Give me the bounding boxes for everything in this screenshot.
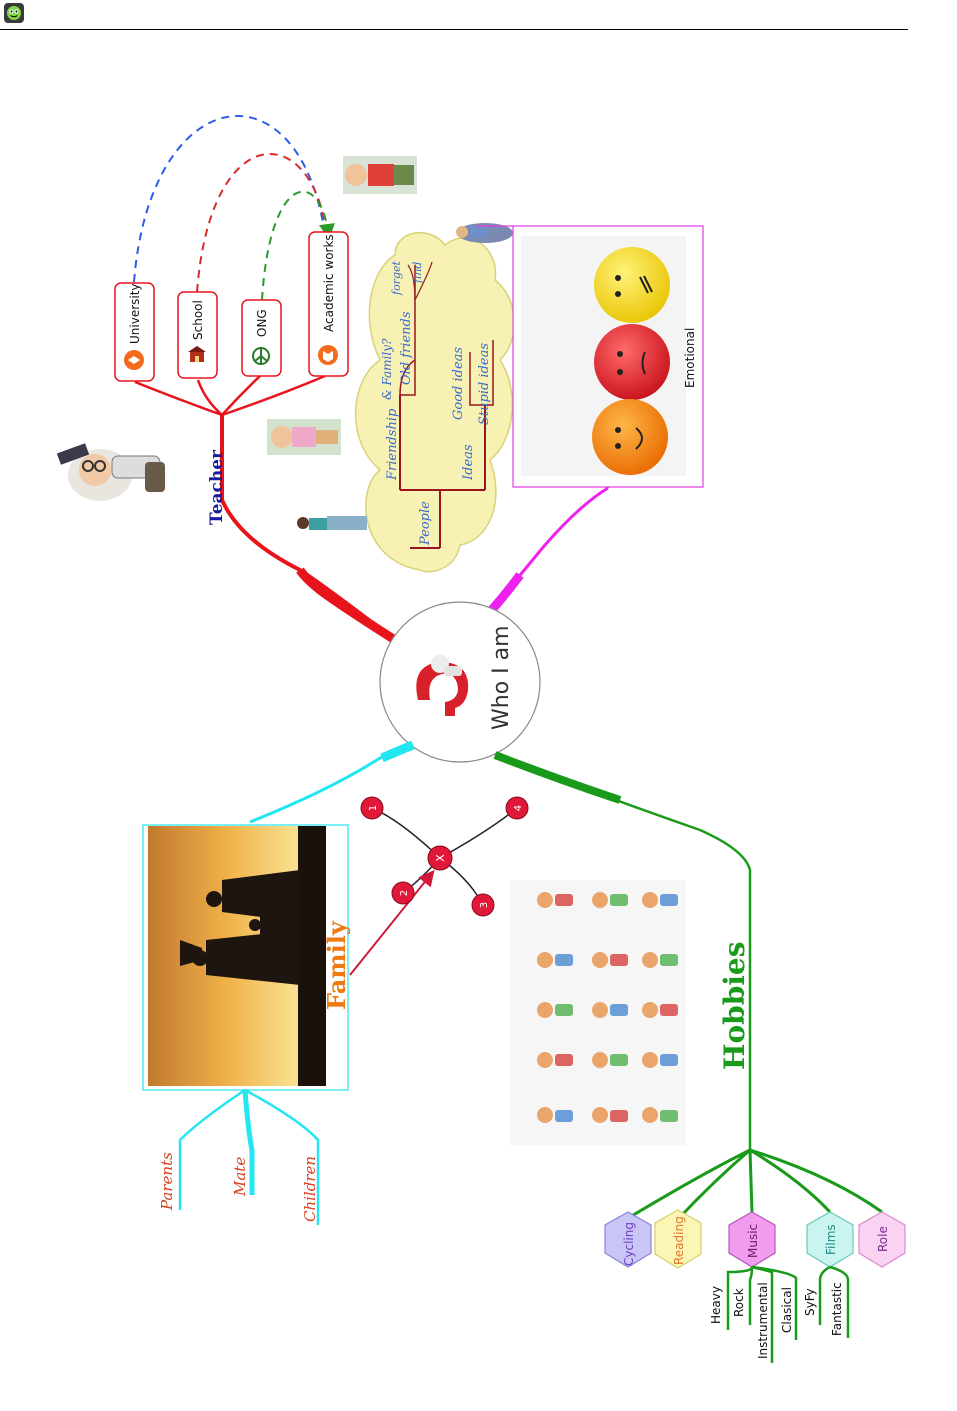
- hobby-films[interactable]: Films: [807, 1212, 853, 1267]
- cloud-find: find: [411, 262, 424, 284]
- cloud-family-q: & Family?: [380, 338, 394, 400]
- hobby-music[interactable]: Music: [729, 1212, 775, 1267]
- music-sub-rock: Rock: [732, 1288, 746, 1317]
- central-topic[interactable]: Who I am: [380, 602, 540, 762]
- teacher-node-ong[interactable]: ONG: [242, 300, 281, 376]
- svg-text:Reading: Reading: [672, 1216, 686, 1265]
- cloud-stupid-ideas: Stupid ideas: [477, 343, 492, 425]
- cross-node-2[interactable]: 2: [392, 882, 414, 904]
- cloud-ideas: Ideas: [461, 444, 476, 481]
- svg-text:2: 2: [399, 890, 410, 896]
- hobby-cycling[interactable]: Cycling: [605, 1212, 651, 1267]
- dashed-link-university: [134, 116, 325, 282]
- professor-cartoon-image: [57, 443, 165, 501]
- family-child-mate: Mate: [231, 1157, 249, 1197]
- person-standing-image: [343, 156, 417, 194]
- cross-relationship: X 1 2 3 4: [350, 797, 528, 975]
- svg-text:1: 1: [368, 805, 379, 811]
- teacher-node-school[interactable]: School: [178, 292, 217, 378]
- svg-text:X: X: [434, 854, 447, 862]
- svg-text:School: School: [191, 300, 205, 340]
- kids-sports-clipart-image: [510, 880, 686, 1145]
- emotional-label: Emotional: [683, 328, 697, 388]
- films-sub-fantastic: Fantastic: [830, 1282, 844, 1336]
- sad-red-ball: [594, 324, 670, 400]
- cloud-old-friends: Old friends: [399, 311, 414, 385]
- hobbies-branch: Hobbies: [495, 755, 905, 1363]
- person-woman-image: [297, 516, 367, 530]
- music-sub-heavy: Heavy: [709, 1286, 723, 1324]
- teacher-branch: Teacher University School: [57, 116, 395, 640]
- family-child-children: Children: [301, 1156, 319, 1222]
- hobbies-label: Hobbies: [718, 941, 751, 1070]
- person-girl-image: [267, 419, 341, 455]
- svg-text:Music: Music: [746, 1224, 760, 1258]
- cloud-forget: forget: [390, 260, 403, 296]
- university-icon: [124, 350, 144, 370]
- svg-text:University: University: [128, 283, 142, 344]
- family-label: Family: [322, 920, 351, 1010]
- cloud-friendship: Friendship: [385, 408, 400, 481]
- central-topic-label: Who I am: [489, 625, 514, 730]
- svg-text:4: 4: [513, 805, 524, 811]
- cloud-good-ideas: Good ideas: [451, 347, 466, 420]
- cross-center-node[interactable]: X: [428, 846, 452, 870]
- cross-node-1[interactable]: 1: [361, 797, 383, 819]
- svg-text:Films: Films: [824, 1224, 838, 1255]
- family-silhouette-photo: [148, 826, 326, 1086]
- svg-text:Cycling: Cycling: [622, 1222, 636, 1266]
- music-sub-instrumental: Instrumental: [756, 1282, 770, 1359]
- book-icon: [318, 345, 338, 365]
- cloud-people: People: [418, 501, 433, 546]
- svg-text:Role: Role: [876, 1226, 890, 1252]
- teacher-node-university[interactable]: University: [115, 283, 154, 381]
- svg-text:ONG: ONG: [255, 309, 269, 337]
- teacher-label: Teacher: [207, 449, 227, 525]
- cross-node-4[interactable]: 4: [506, 797, 528, 819]
- ideas-cloud: People Friendship & Family? Old friends …: [267, 156, 514, 572]
- cross-node-3[interactable]: 3: [472, 894, 494, 916]
- angry-yellow-ball: [594, 247, 670, 323]
- films-sub-syfy: SyFy: [803, 1288, 817, 1316]
- family-to-cross-arrow: [350, 873, 432, 975]
- svg-text:Academic works: Academic works: [322, 234, 336, 332]
- hobby-role[interactable]: Role: [859, 1212, 905, 1267]
- family-child-parents: Parents: [158, 1152, 176, 1211]
- emotion-balls-image: [521, 236, 686, 476]
- hobby-reading[interactable]: Reading: [655, 1210, 701, 1268]
- music-sub-clasical: Clasical: [780, 1287, 794, 1333]
- teacher-node-academic-works[interactable]: Academic works: [309, 232, 348, 376]
- dashed-link-school: [197, 154, 326, 292]
- svg-text:3: 3: [479, 902, 490, 908]
- happy-orange-ball: [592, 399, 668, 475]
